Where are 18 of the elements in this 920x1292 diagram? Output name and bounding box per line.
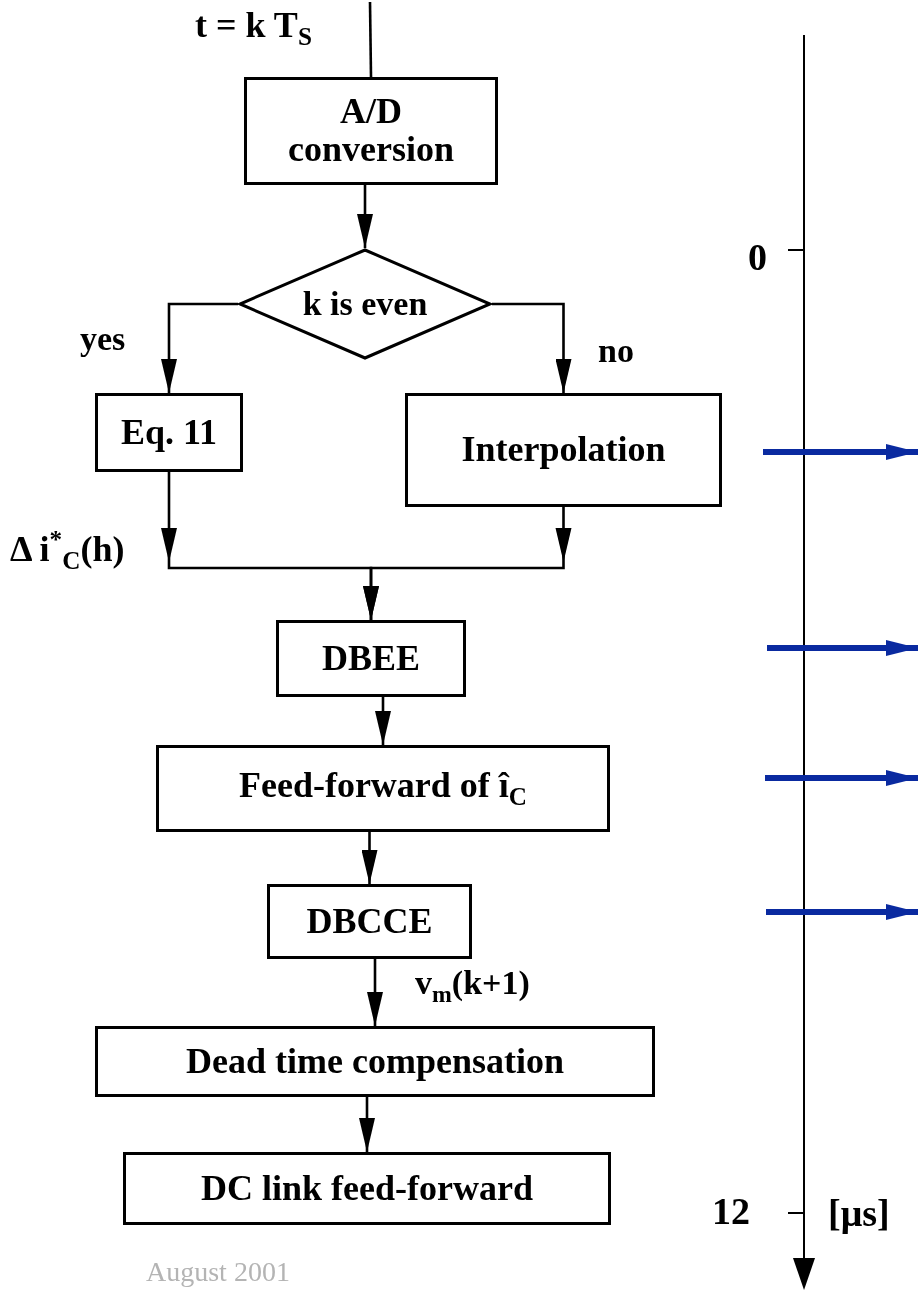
process-box: Dead time compensation xyxy=(95,1026,655,1097)
edge-label: yes xyxy=(80,322,126,356)
edge-label: no xyxy=(598,334,634,368)
process-box: DC link feed-forward xyxy=(123,1152,611,1225)
process-box: A/D conversion xyxy=(244,77,498,185)
signal-label: Δ i$^{*}$$_{C}$(h) xyxy=(10,527,125,574)
axis-label: 12 xyxy=(712,1192,750,1230)
edge-label: v$_{m}$(k+1) xyxy=(415,966,530,1007)
decision-diamond: k is even xyxy=(238,248,492,360)
formula-text: t = k T$_{S}$ xyxy=(195,0,365,58)
axis-label: 0 xyxy=(748,238,767,276)
process-box: DBCCE xyxy=(267,884,472,959)
process-box: Interpolation xyxy=(405,393,722,507)
process-box: Eq. 11 xyxy=(95,393,243,472)
unit-label: [μs] xyxy=(828,1194,890,1232)
date-note: August 2001 xyxy=(146,1258,290,1286)
process-box: DBEE xyxy=(276,620,466,697)
process-box: Feed-forward of î$_{C}$ xyxy=(156,745,610,832)
